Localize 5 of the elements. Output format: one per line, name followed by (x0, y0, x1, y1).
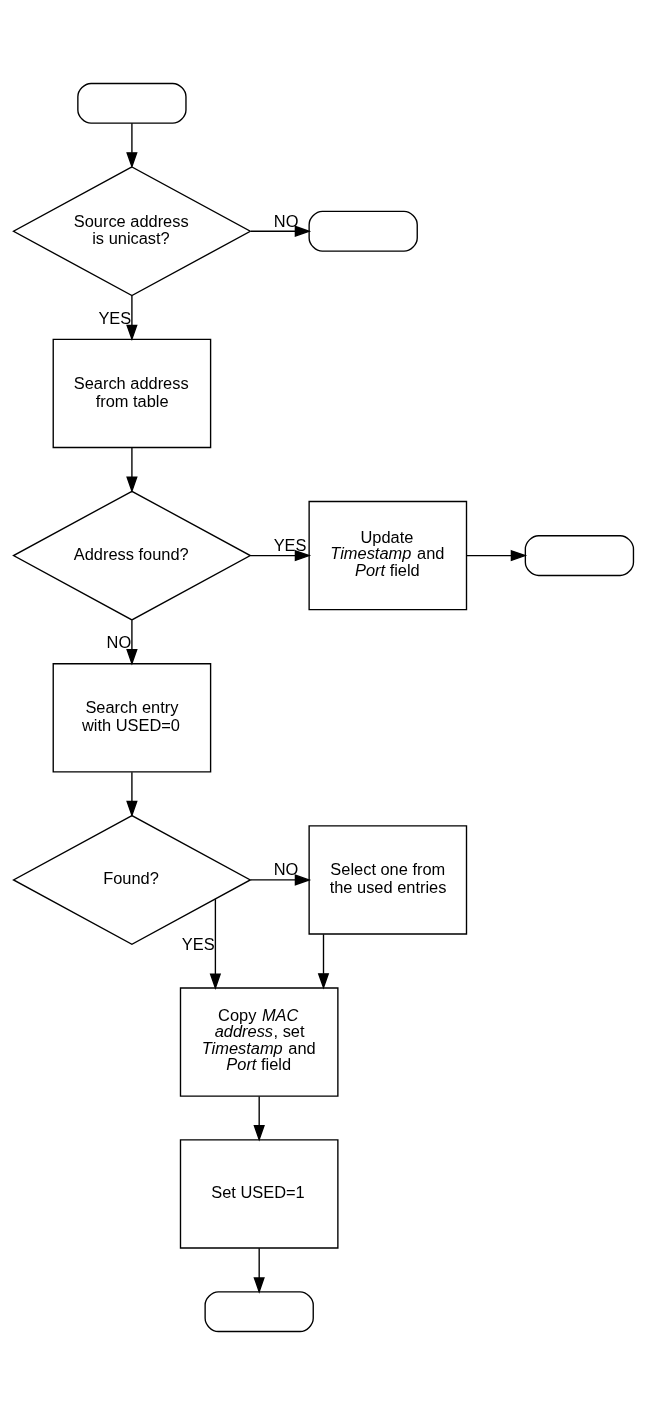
edge-label: NO (273, 859, 299, 878)
edge-label: NO (106, 632, 132, 651)
edge-label: YES (98, 308, 132, 327)
edge-label: NO (273, 211, 299, 230)
edge-label: YES (273, 535, 307, 554)
